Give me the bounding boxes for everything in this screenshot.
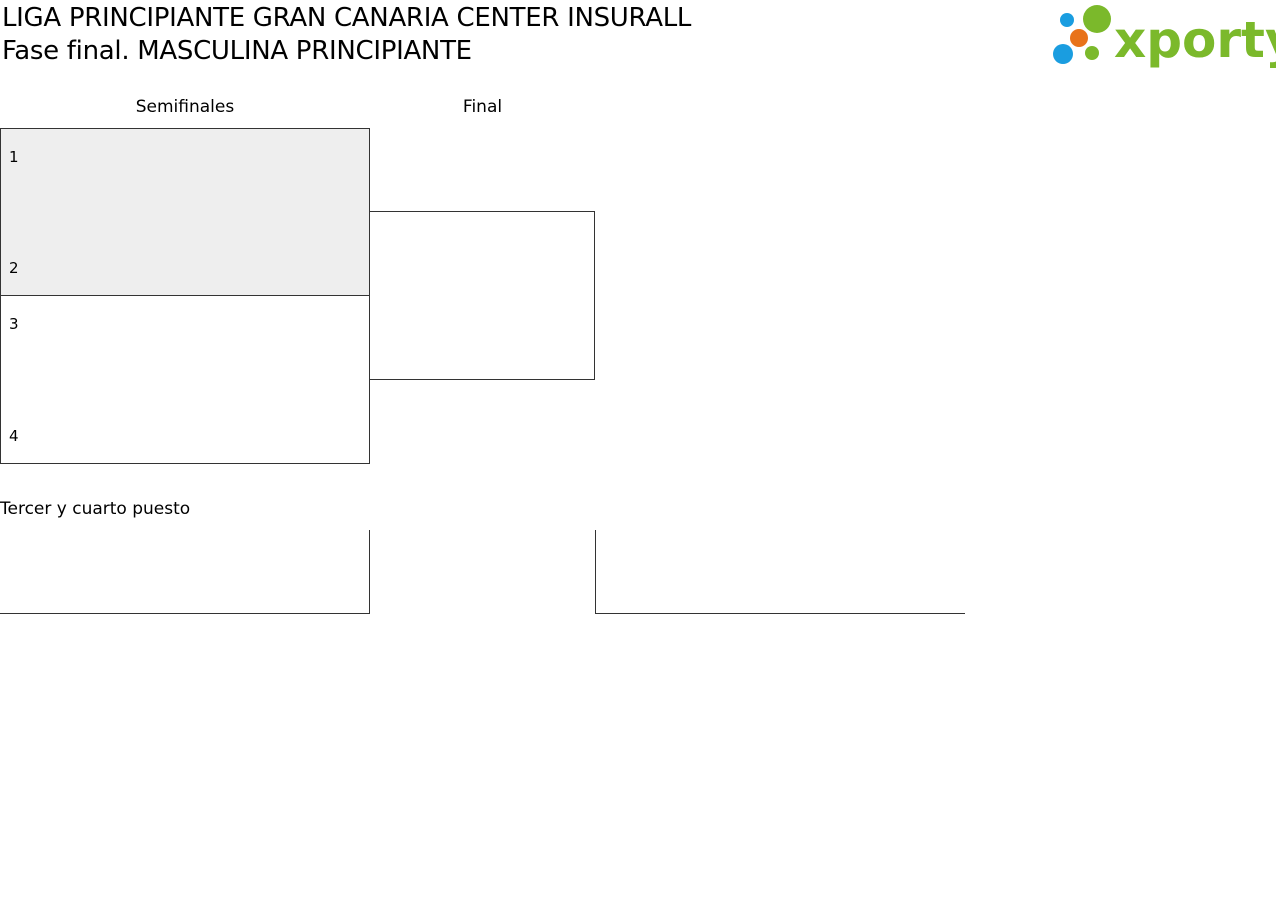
third-place-slot-left	[0, 613, 370, 614]
third-place-slot-right	[595, 613, 965, 614]
round-heading-final: Final	[462, 97, 503, 117]
seed-1-label: 1	[9, 148, 19, 166]
final-match[interactable]	[369, 211, 595, 380]
third-place-connector-left	[369, 530, 370, 614]
seed-4-label: 4	[9, 427, 19, 445]
xporty-logo-icon: xporty	[1053, 5, 1280, 69]
page-title: LIGA PRINCIPIANTE GRAN CANARIA CENTER IN…	[2, 2, 691, 68]
semifinal-match-2[interactable]: 3 4	[0, 295, 370, 464]
page-title-line-1: LIGA PRINCIPIANTE GRAN CANARIA CENTER IN…	[2, 3, 692, 33]
seed-3-label: 3	[9, 315, 19, 333]
logo-wordmark: xporty	[1114, 11, 1276, 68]
third-place-connector-right	[595, 530, 596, 614]
third-place-title: Tercer y cuarto puesto	[0, 499, 191, 519]
seed-2-label: 2	[9, 259, 19, 277]
xporty-logo[interactable]: xporty	[1050, 2, 1280, 69]
page-title-line-2: Fase final. MASCULINA PRINCIPIANTE	[2, 36, 472, 66]
semifinal-match-1[interactable]: 1 2	[0, 128, 370, 296]
round-heading-semifinals: Semifinales	[135, 97, 235, 117]
